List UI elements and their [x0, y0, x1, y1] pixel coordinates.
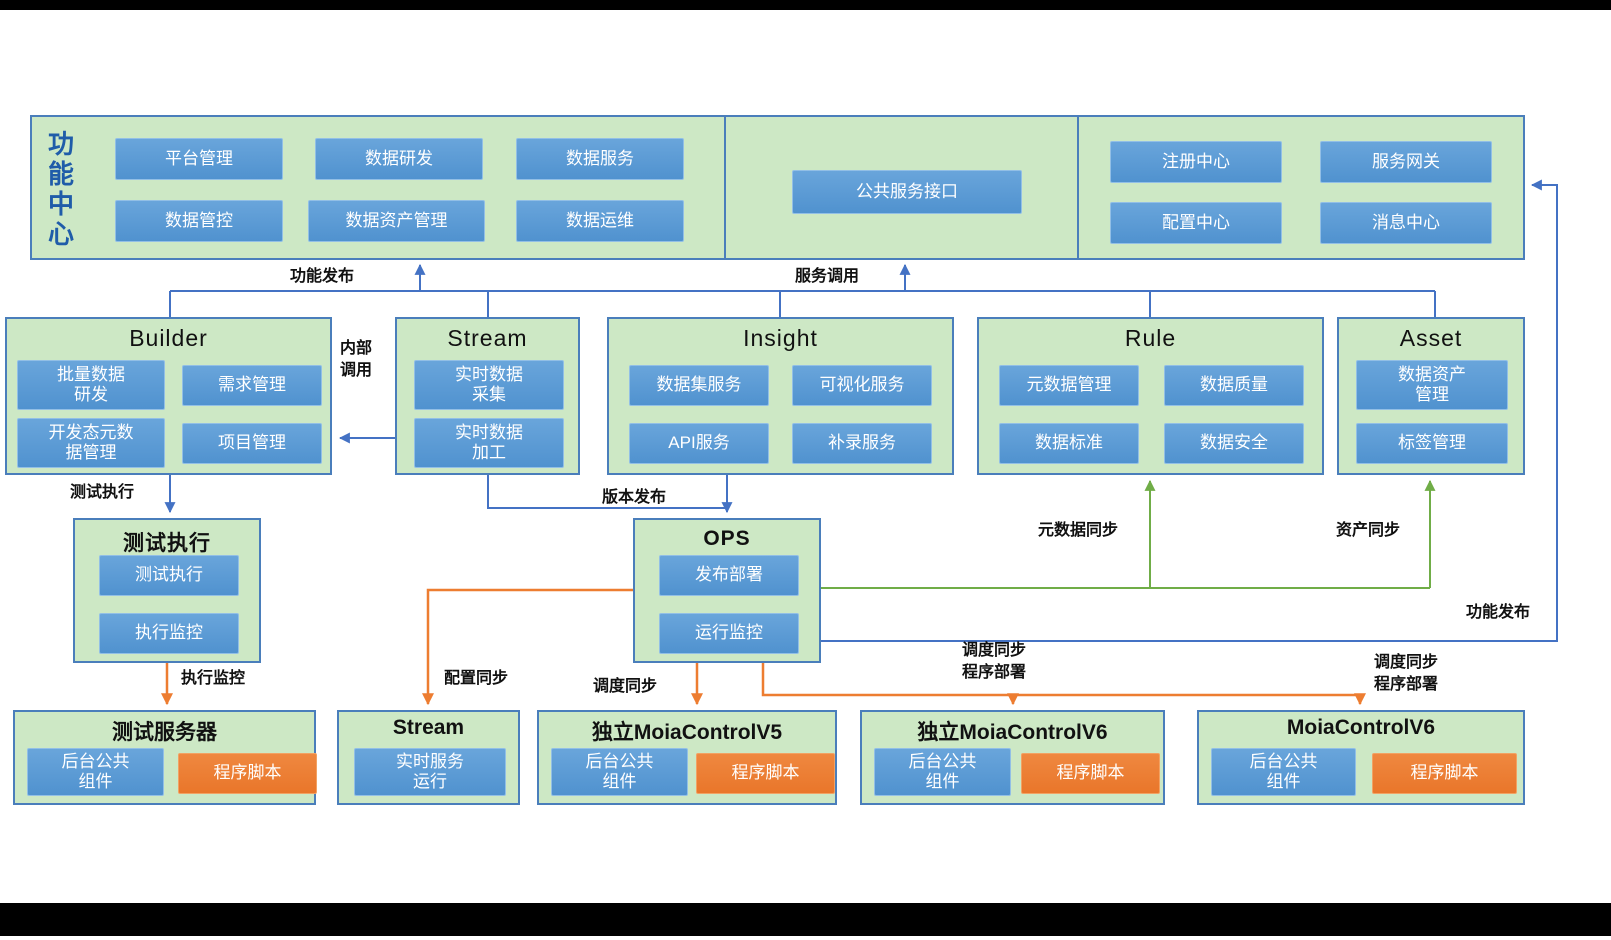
rule-button-data-quality[interactable]: 数据质量: [1164, 365, 1304, 406]
moia-v6-title: MoiaControlV6: [1286, 716, 1436, 739]
moia-v6-box: MoiaControlV6 后台公共 组件 程序脚本: [1197, 710, 1525, 805]
moia-v6-standalone-title: 独立MoiaControlV6: [917, 721, 1108, 744]
ops-button-release-deploy[interactable]: 发布部署: [659, 555, 799, 596]
fc-button-service-gateway[interactable]: 服务网关: [1320, 141, 1492, 183]
insight-title: Insight: [743, 325, 818, 351]
fc-button-data-control[interactable]: 数据管控: [115, 200, 283, 242]
label-asset-sync: 资产同步: [1336, 522, 1401, 539]
insight-button-visual-service[interactable]: 可视化服务: [792, 365, 932, 406]
builder-title: Builder: [129, 325, 208, 351]
fc-button-platform-mgmt[interactable]: 平台管理: [115, 138, 283, 180]
moia-v5-common-component[interactable]: 后台公共 组件: [551, 748, 688, 796]
label-function-publish-right: 功能发布: [1466, 604, 1531, 621]
test-exec-box: 测试执行 测试执行 执行监控: [73, 518, 261, 663]
test-server-box: 测试服务器 后台公共 组件 程序脚本: [13, 710, 317, 805]
test-exec-button-run[interactable]: 测试执行: [99, 555, 239, 596]
insight-button-backfill-service[interactable]: 补录服务: [792, 423, 932, 464]
fc-button-data-dev[interactable]: 数据研发: [315, 138, 483, 180]
function-center-vertical-title: 功 能 中 心: [47, 129, 74, 249]
label-function-publish: 功能发布: [290, 268, 355, 285]
bottom-letterbox-bar: [0, 903, 1611, 936]
fc-button-data-asset-mgmt[interactable]: 数据资产管理: [308, 200, 485, 242]
asset-button-tag-mgmt[interactable]: 标签管理: [1356, 423, 1508, 464]
rule-title: Rule: [1124, 325, 1177, 351]
test-exec-button-monitor[interactable]: 执行监控: [99, 613, 239, 654]
stream-button-realtime-collect[interactable]: 实时数据 采集: [414, 360, 564, 410]
fc-button-data-ops[interactable]: 数据运维: [516, 200, 684, 242]
builder-button-batch-data-dev[interactable]: 批量数据 研发: [17, 360, 165, 410]
test-exec-title: 测试执行: [123, 532, 211, 555]
stream-runtime-service[interactable]: 实时服务 运行: [354, 748, 506, 796]
stream-runtime-title: Stream: [392, 716, 465, 739]
stream-box: Stream 实时数据 采集 实时数据 加工: [395, 317, 580, 475]
label-schedule-sync-deploy-a: 调度同步 程序部署: [962, 642, 1027, 682]
function-center-divider-2: [1077, 115, 1079, 260]
builder-button-dev-metadata-mgmt[interactable]: 开发态元数 据管理: [17, 418, 165, 468]
fc-button-public-service-api[interactable]: 公共服务接口: [792, 170, 1022, 214]
function-center-box: 功 能 中 心 平台管理 数据研发 数据服务 数据管控 数据资产管理 数据运维 …: [30, 115, 1525, 260]
moia-v5-standalone-box: 独立MoiaControlV5 后台公共 组件 程序脚本: [537, 710, 837, 805]
insight-box: Insight 数据集服务 可视化服务 API服务 补录服务: [607, 317, 954, 475]
stream-button-realtime-process[interactable]: 实时数据 加工: [414, 418, 564, 468]
builder-button-requirement-mgmt[interactable]: 需求管理: [182, 365, 322, 406]
ops-title: OPS: [703, 527, 751, 550]
moia-v5-standalone-title: 独立MoiaControlV5: [591, 721, 783, 744]
edge-config-sync: [422, 588, 633, 706]
fc-button-message-center[interactable]: 消息中心: [1320, 202, 1492, 244]
fc-button-config-center[interactable]: 配置中心: [1110, 202, 1282, 244]
asset-button-data-asset-mgmt[interactable]: 数据资产 管理: [1356, 360, 1508, 410]
test-server-script[interactable]: 程序脚本: [178, 753, 317, 794]
builder-button-project-mgmt[interactable]: 项目管理: [182, 423, 322, 464]
label-version-release: 版本发布: [602, 489, 667, 506]
label-test-execution: 测试执行: [70, 484, 135, 501]
builder-box: Builder 批量数据 研发 需求管理 开发态元数 据管理 项目管理: [5, 317, 332, 475]
label-config-sync: 配置同步: [444, 670, 509, 687]
label-schedule-sync: 调度同步: [593, 678, 658, 695]
asset-title: Asset: [1399, 325, 1463, 351]
rule-button-metadata-mgmt[interactable]: 元数据管理: [999, 365, 1139, 406]
test-server-common-component[interactable]: 后台公共 组件: [27, 748, 164, 796]
ops-button-run-monitor[interactable]: 运行监控: [659, 613, 799, 654]
function-center-divider-1: [724, 115, 726, 260]
moia-v6s-script[interactable]: 程序脚本: [1021, 753, 1160, 794]
insight-button-dataset-service[interactable]: 数据集服务: [629, 365, 769, 406]
moia-v6-script[interactable]: 程序脚本: [1372, 753, 1517, 794]
label-schedule-sync-deploy-b: 调度同步 程序部署: [1374, 654, 1439, 694]
moia-v6-common-component[interactable]: 后台公共 组件: [1211, 748, 1356, 796]
label-service-call: 服务调用: [795, 268, 860, 285]
asset-box: Asset 数据资产 管理 标签管理: [1337, 317, 1525, 475]
rule-button-data-standard[interactable]: 数据标准: [999, 423, 1139, 464]
moia-v6s-common-component[interactable]: 后台公共 组件: [874, 748, 1011, 796]
stream-runtime-box: Stream 实时服务 运行: [337, 710, 520, 805]
label-execution-monitor: 执行监控: [181, 670, 246, 687]
insight-button-api-service[interactable]: API服务: [629, 423, 769, 464]
edge-version-release-h: [487, 475, 727, 509]
edge-schedule-bus: [761, 663, 1360, 697]
fc-button-registry-center[interactable]: 注册中心: [1110, 141, 1282, 183]
edge-function-publish-right: [821, 179, 1558, 642]
rule-box: Rule 元数据管理 数据质量 数据标准 数据安全: [977, 317, 1324, 475]
fc-button-data-service[interactable]: 数据服务: [516, 138, 684, 180]
stream-title: Stream: [447, 325, 528, 351]
moia-v5-script[interactable]: 程序脚本: [696, 753, 835, 794]
top-letterbox-bar: [0, 0, 1611, 10]
ops-box: OPS 发布部署 运行监控: [633, 518, 821, 663]
label-metadata-sync: 元数据同步: [1038, 522, 1119, 539]
label-internal-call: 内部 调用: [340, 340, 373, 380]
test-server-title: 测试服务器: [112, 721, 217, 744]
rule-button-data-security[interactable]: 数据安全: [1164, 423, 1304, 464]
moia-v6-standalone-box: 独立MoiaControlV6 后台公共 组件 程序脚本: [860, 710, 1165, 805]
